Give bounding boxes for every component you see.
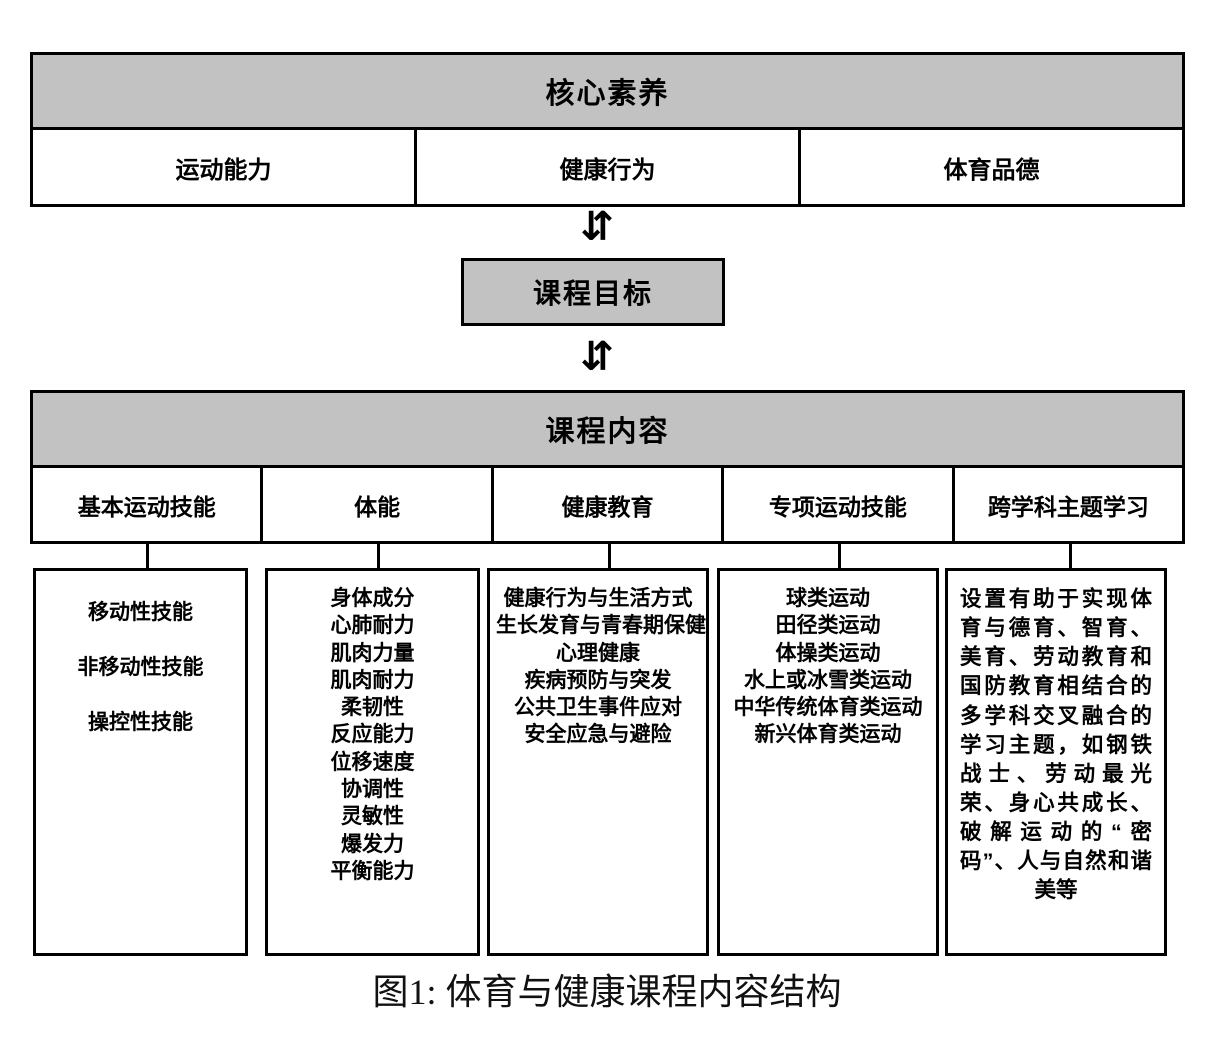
detail-item: 中华传统体育类运动 (733, 696, 923, 720)
detail-item: 心肺耐力 (330, 614, 415, 638)
course-content-header: 课程内容 (30, 390, 1185, 468)
detail-item: 疾病预防与突发 (524, 668, 672, 692)
interdisciplinary-theme-text: 设置有助于实现体育与德育、智育、美育、劳动教育和国防教育相结合的多学科交叉融合的… (960, 587, 1152, 903)
content-column-header-4: 跨学科主题学习 (987, 493, 1149, 520)
content-column-header-2: 健康教育 (494, 468, 725, 541)
course-objective-box: 课程目标 (461, 258, 725, 326)
figure-caption: 图1: 体育与健康课程内容结构 (372, 972, 842, 1012)
content-column-header-0: 基本运动技能 (33, 468, 264, 541)
connector-line-0 (146, 544, 149, 569)
detail-item: 位移速度 (330, 750, 415, 774)
connector-line-3 (838, 544, 841, 569)
detail-item: 肌肉耐力 (330, 668, 415, 692)
detail-item: 安全应急与避险 (524, 723, 672, 747)
detail-item: 生长发育与青春期保健 (496, 614, 706, 638)
detail-item: 体操类运动 (775, 641, 881, 665)
detail-item: 新兴体育类运动 (754, 723, 902, 747)
core-literacy-item-0: 运动能力 (33, 130, 417, 204)
detail-item: 肌肉力量 (330, 641, 415, 665)
detail-item: 球类运动 (786, 587, 870, 610)
detail-item: 公共卫生事件应对 (514, 696, 682, 720)
detail-box-physical-fitness: 身体成分 心肺耐力 肌肉力量 肌肉耐力 柔韧性 反应能力 位移速度 协调性 灵敏… (265, 568, 480, 956)
connector-line-2 (608, 544, 611, 569)
detail-box-interdisciplinary-themes: 设置有助于实现体育与德育、智育、美育、劳动教育和国防教育相结合的多学科交叉融合的… (945, 568, 1167, 956)
content-column-header-1: 体能 (263, 468, 494, 541)
detail-box-specialized-sport-skills: 球类运动 田径类运动 体操类运动 水上或冰雪类运动 中华传统体育类运动 新兴体育… (717, 568, 939, 956)
detail-item: 身体成分 (330, 587, 415, 610)
detail-item: 灵敏性 (341, 805, 404, 829)
up-down-arrow-icon-bottom: ⇵ (580, 334, 614, 380)
detail-item: 平衡能力 (330, 859, 415, 883)
detail-item: 爆发力 (341, 832, 404, 856)
detail-item: 心理健康 (556, 641, 640, 665)
connector-line-4 (1069, 544, 1072, 569)
detail-item: 移动性技能 (88, 601, 193, 624)
detail-item: 反应能力 (330, 723, 415, 747)
detail-item: 操控性技能 (88, 711, 193, 735)
course-content-column-headers: 基本运动技能 体能 健康教育 专项运动技能 跨学科主题学习 (30, 468, 1185, 544)
detail-item: 柔韧性 (341, 696, 404, 720)
content-column-header-3: 专项运动技能 (724, 468, 955, 541)
core-literacy-row: 运动能力 健康行为 体育品德 (30, 130, 1185, 207)
detail-item: 协调性 (341, 778, 404, 802)
core-literacy-header: 核心素养 (30, 52, 1185, 130)
detail-item: 非移动性技能 (77, 656, 204, 680)
detail-box-basic-motor-skills: 移动性技能 非移动性技能 操控性技能 (33, 568, 248, 956)
detail-item: 水上或冰雪类运动 (744, 668, 912, 692)
detail-item: 健康行为与生活方式 (503, 587, 693, 610)
connector-line-1 (377, 544, 380, 569)
core-literacy-item-1: 健康行为 (417, 130, 801, 204)
core-literacy-item-2: 体育品德 (943, 156, 1040, 184)
up-down-arrow-icon-top: ⇵ (580, 204, 614, 250)
detail-box-health-education: 健康行为与生活方式 生长发育与青春期保健 心理健康 疾病预防与突发 公共卫生事件… (487, 568, 709, 956)
detail-item: 田径类运动 (775, 614, 881, 638)
